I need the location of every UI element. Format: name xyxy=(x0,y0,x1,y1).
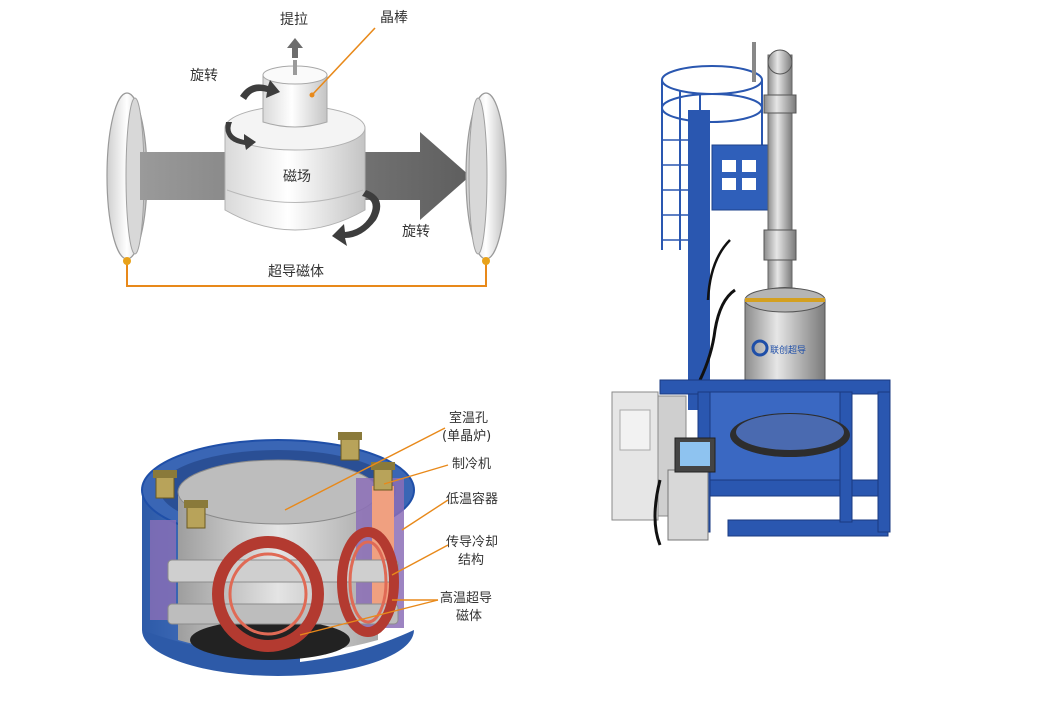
rotation-arrow-top-icon xyxy=(240,80,280,100)
cutaway-leader-lines xyxy=(284,427,449,636)
rotation-arrow-bottom-icon xyxy=(332,190,381,246)
label-pull: 提拉 xyxy=(280,12,308,28)
label-rotation-top: 旋转 xyxy=(190,68,218,84)
label-hts-magnet: 高温超导 xyxy=(440,590,492,606)
label-magnetic-field: 磁场 xyxy=(283,169,311,185)
label-conduction-cooling: 传导冷却 xyxy=(446,535,498,550)
label-superconducting-magnet: 超导磁体 xyxy=(268,264,324,280)
rotation-arrow-mid-icon xyxy=(225,122,256,150)
pull-arrow-icon xyxy=(287,38,303,58)
label-cryocooler: 制冷机 xyxy=(452,457,491,472)
label-room-temp-bore-sub: (单晶炉) xyxy=(442,429,491,444)
label-crystal-rod: 晶棒 xyxy=(380,10,408,26)
label-cryostat: 低温容器 xyxy=(446,491,498,507)
czochralski-field-diagram: 提拉 晶棒 旋转 磁场 旋转 超导磁体 xyxy=(106,10,507,287)
crystal-growth-machine: 联创超导 xyxy=(611,42,891,546)
crystal-rod xyxy=(262,60,328,128)
right-magnet-disk xyxy=(465,92,507,260)
hts-coil-left xyxy=(212,536,324,652)
control-panel xyxy=(667,437,716,541)
label-hts-magnet-sub: 磁体 xyxy=(456,609,482,624)
machine-logo-text: 联创超导 xyxy=(770,344,806,356)
label-conduction-cooling-sub: 结构 xyxy=(458,553,484,568)
magnet-connection-wire xyxy=(126,259,487,287)
crucible-body xyxy=(224,105,366,231)
label-room-temp-bore: 室温孔 xyxy=(449,410,488,426)
hts-coil-right xyxy=(337,527,399,637)
magnet-cutaway-diagram: 室温孔 (单晶炉) 制冷机 低温容器 传导冷却 结构 高温超导 磁体 xyxy=(141,410,498,676)
cryocooler-heads xyxy=(153,432,395,529)
label-rotation-bottom: 旋转 xyxy=(402,224,430,240)
crystal-rod-leader xyxy=(311,27,376,96)
